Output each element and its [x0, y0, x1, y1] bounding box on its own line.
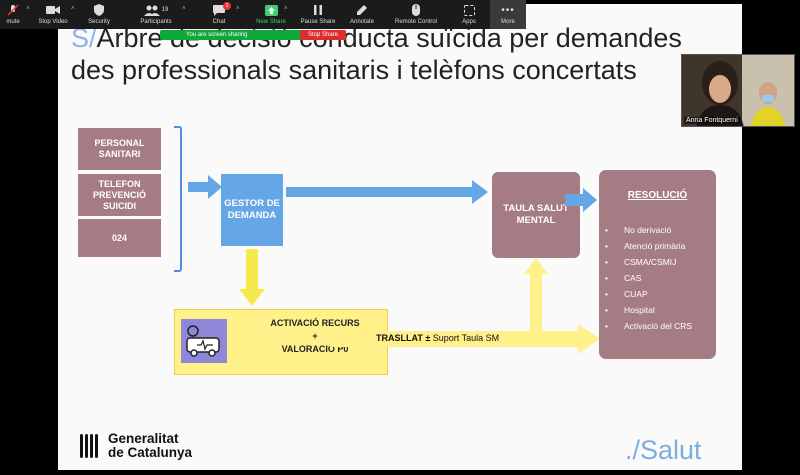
video-camera-icon: [34, 4, 72, 16]
list-item: CSMA/CSMIJ: [605, 254, 692, 270]
remote-control-button[interactable]: Remote Control: [388, 0, 444, 29]
source-bracket: [174, 126, 182, 272]
ambulance-icon: [181, 319, 227, 363]
pencil-icon: [344, 4, 380, 16]
trasllat-label: TRASLLAT ± Suport Taula SM: [376, 333, 499, 343]
gestor-demanda-box: GESTOR DE DEMANDA: [221, 174, 283, 246]
generalitat-emblem-icon: [80, 434, 100, 458]
mute-label: mute: [6, 19, 20, 25]
generalitat-text: Generalitat de Catalunya: [108, 432, 192, 460]
stop-video-label: Stop Video: [38, 19, 68, 25]
arrow-to-resolucio: [565, 188, 597, 212]
generalitat-line1: Generalitat: [108, 431, 179, 446]
source-box-telefon-prevencio: TELEFON PREVENCIÓ SUICIDI: [78, 174, 161, 216]
activacio-plus: +: [312, 331, 318, 341]
generalitat-line2: de Catalunya: [108, 445, 193, 460]
chevron-up-icon[interactable]: ˄: [182, 6, 186, 12]
list-item: Hospital: [605, 302, 692, 318]
webcam-video: [682, 55, 794, 126]
mic-muted-icon: [0, 4, 26, 16]
chat-label: Chat: [212, 19, 226, 25]
arrow-to-gestor: [188, 175, 222, 199]
taula-salut-mental-box: TAULA SALUT MENTAL: [492, 172, 580, 258]
chat-badge: 1: [223, 2, 231, 10]
screen-sharing-text: You are screen sharing: [186, 32, 248, 38]
activacio-text: ACTIVACIÓ RECURS + VALORACIÓ P0: [245, 318, 385, 355]
screen-sharing-banner: [160, 30, 346, 40]
stop-share-button[interactable]: Stop Share: [300, 30, 346, 40]
participants-label: Participants: [140, 19, 172, 25]
resolucio-title: RESOLUCIÓ: [627, 190, 688, 201]
source-box-024: 024: [78, 219, 161, 257]
participant-name: Anna Fontquerni: [684, 117, 740, 124]
annotate-button[interactable]: Annotate: [344, 0, 380, 29]
security-label: Security: [88, 19, 110, 25]
activacio-line2: VALORACIÓ P0: [281, 344, 349, 354]
arrow-up-to-taula: [524, 258, 548, 333]
shield-icon: [82, 4, 116, 16]
webcam-thumbnail[interactable]: Anna Fontquerni: [681, 54, 795, 127]
pause-icon: [298, 4, 338, 16]
more-button[interactable]: ••• More: [490, 0, 526, 29]
remote-control-icon: [388, 4, 444, 16]
resolucio-list: No derivació Atenció primària CSMA/CSMIJ…: [605, 222, 692, 334]
source-box-personal-sanitari: PERSONAL SANITARI: [78, 128, 161, 170]
mute-button[interactable]: mute: [0, 0, 26, 29]
participant-count: 19: [161, 7, 169, 13]
trasllat-bold: TRASLLAT ±: [376, 333, 431, 343]
pause-share-button[interactable]: Pause Share: [298, 0, 338, 29]
security-button[interactable]: Security: [82, 0, 116, 29]
more-label: More: [501, 19, 515, 25]
annotate-label: Annotate: [349, 19, 375, 25]
pause-share-label: Pause Share: [300, 19, 336, 25]
apps-button[interactable]: Apps: [454, 0, 484, 29]
more-icon: •••: [501, 4, 515, 16]
salut-logo: ./Salut: [625, 435, 702, 465]
list-item: CUAP: [605, 286, 692, 302]
participants-icon: 19: [134, 4, 178, 16]
trasllat-rest: Suport Taula SM: [430, 333, 500, 343]
trasllat-arrow-shaft: [330, 331, 578, 347]
participants-button[interactable]: 19 Participants: [134, 0, 178, 29]
list-item: No derivació: [605, 222, 692, 238]
new-share-button[interactable]: New Share: [252, 0, 290, 29]
trasllat-arrow-head: [578, 324, 600, 354]
stop-video-button[interactable]: Stop Video: [34, 0, 72, 29]
new-share-label: New Share: [256, 19, 286, 25]
chevron-up-icon[interactable]: ˄: [236, 6, 240, 12]
chat-icon: 1: [204, 2, 234, 16]
presentation-slide: S/Arbre de decisió conducta suïcida per …: [58, 4, 742, 470]
chevron-up-icon[interactable]: ˄: [71, 6, 75, 12]
chevron-up-icon[interactable]: ˄: [26, 6, 30, 12]
list-item: Atenció primària: [605, 238, 692, 254]
chevron-up-icon[interactable]: ˄: [284, 6, 288, 12]
list-item: CAS: [605, 270, 692, 286]
remote-control-label: Remote Control: [394, 19, 438, 25]
arrow-down-to-activacio: [239, 249, 265, 306]
chat-button[interactable]: 1 Chat: [204, 0, 234, 29]
meeting-toolbar: mute ˄ Stop Video ˄ Security 19 Particip…: [0, 0, 526, 29]
activacio-line1: ACTIVACIÓ RECURS: [270, 318, 360, 328]
apps-label: Apps: [462, 19, 476, 25]
share-screen-icon: [252, 4, 290, 16]
generalitat-logo: Generalitat de Catalunya: [80, 432, 192, 460]
apps-icon: [454, 4, 484, 16]
resolucio-box: RESOLUCIÓ No derivació Atenció primària …: [599, 170, 716, 359]
arrow-to-taula: [286, 180, 488, 204]
list-item: Activació del CRS: [605, 318, 692, 334]
